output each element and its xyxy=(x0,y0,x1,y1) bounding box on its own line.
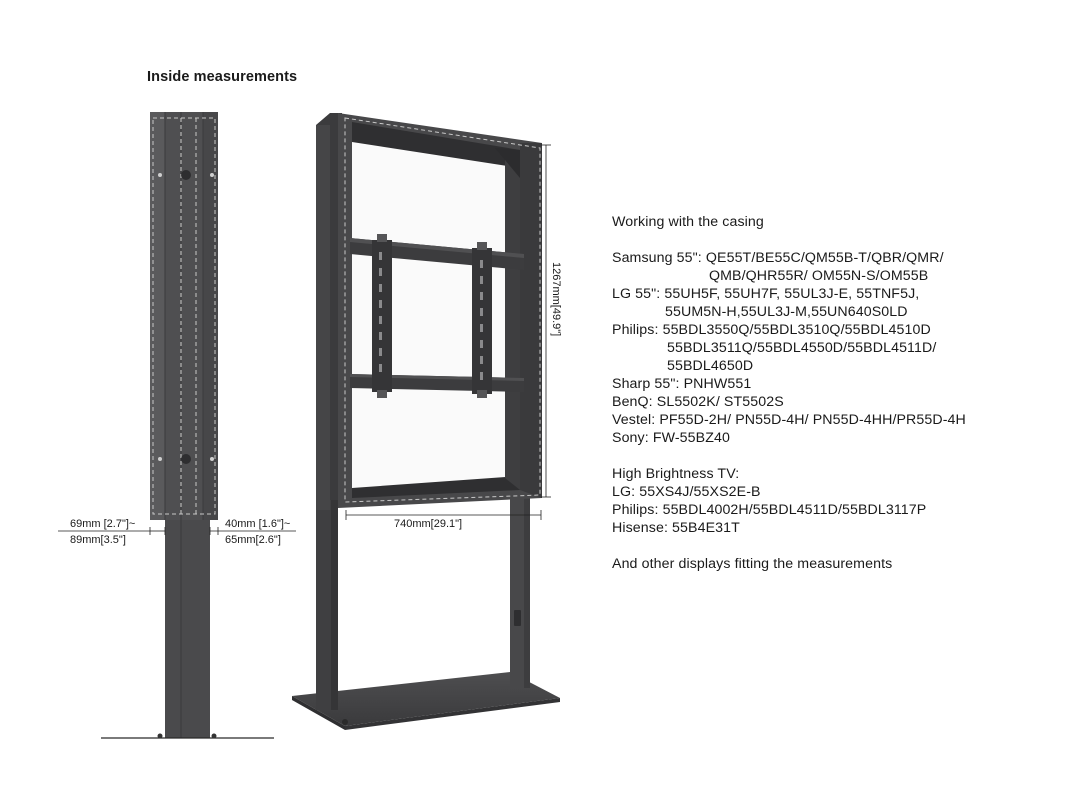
lg-line-1: LG 55": 55UH5F, 55UH7F, 55UL3J-E, 55TNF5… xyxy=(612,286,920,302)
sharp-line: Sharp 55": PNHW551 xyxy=(612,376,752,392)
dim-left-bottom: 89mm[3.5"] xyxy=(70,534,126,546)
high-brightness-hisense: Hisense: 55B4E31T xyxy=(612,520,740,536)
mount-hole-icon xyxy=(181,454,191,464)
compatibility-info: Working with the casing Samsung 55": QE5… xyxy=(612,213,1052,573)
philips-line-3: 55BDL4650D xyxy=(667,358,754,374)
right-bracket xyxy=(472,242,492,398)
philips-line-2: 55BDL3511Q/55BDL4550D/55BDL4511D/ xyxy=(667,340,937,356)
samsung-line-1: Samsung 55": QE55T/BE55C/QM55B-T/QBR/QMR… xyxy=(612,250,944,266)
base-plate xyxy=(292,672,560,726)
dim-left-top: 69mm [2.7"]~ xyxy=(70,518,135,530)
lg-line-2: 55UM5N-H,55UL3J-M,55UN640S0LD xyxy=(665,304,908,320)
dim-right-bottom: 65mm[2.6"] xyxy=(225,534,281,546)
dim-height: 1267mm[49.9"] xyxy=(550,262,562,336)
left-bracket xyxy=(372,234,392,398)
high-brightness-philips: Philips: 55BDL4002H/55BDL4511D/55BDL3117… xyxy=(612,502,927,518)
samsung-line-2: QMB/QHR55R/ OM55N-S/OM55B xyxy=(709,268,929,284)
sony-line: Sony: FW-55BZ40 xyxy=(612,430,730,446)
front-view: 1267mm[49.9"] 740mm[29.1"] xyxy=(292,113,562,730)
info-footer: And other displays fitting the measureme… xyxy=(612,556,893,572)
high-brightness-title: High Brightness TV: xyxy=(612,466,740,482)
dim-width: 740mm[29.1"] xyxy=(394,518,462,530)
side-post xyxy=(165,520,210,738)
info-title: Working with the casing xyxy=(612,214,764,230)
side-view: 69mm [2.7"]~ 89mm[3.5"] 40mm [1.6"]~ 65m… xyxy=(58,112,296,739)
dim-right-top: 40mm [1.6"]~ xyxy=(225,518,290,530)
benq-line: BenQ: SL5502K/ ST5502S xyxy=(612,394,784,410)
mount-hole-icon xyxy=(181,170,191,180)
philips-line-1: Philips: 55BDL3550Q/55BDL3510Q/55BDL4510… xyxy=(612,322,931,338)
vestel-line: Vestel: PF55D-2H/ PN55D-4H/ PN55D-4HH/PR… xyxy=(612,412,966,428)
section-heading: Inside measurements xyxy=(147,69,298,85)
high-brightness-lg: LG: 55XS4J/55XS2E-B xyxy=(612,484,761,500)
